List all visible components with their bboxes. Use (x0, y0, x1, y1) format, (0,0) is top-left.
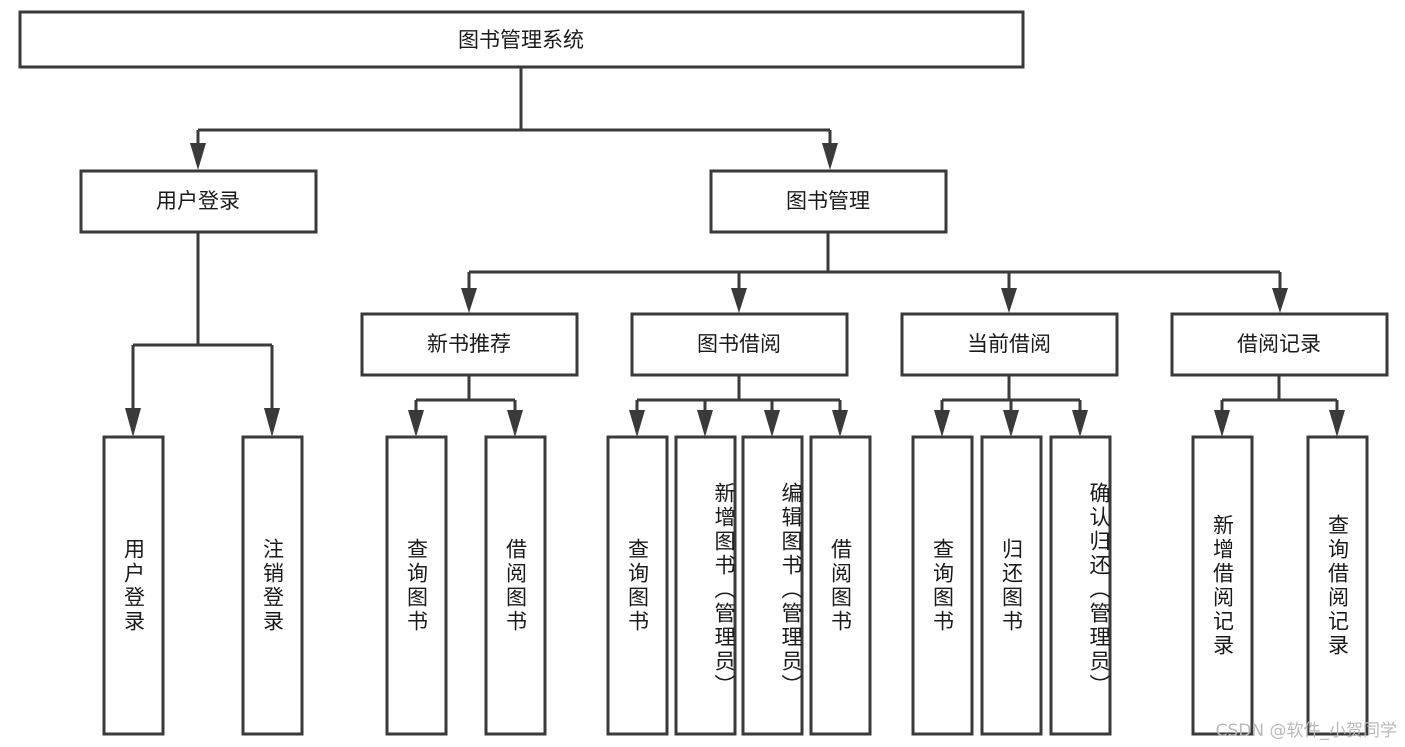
arrow-head-icon (832, 410, 848, 437)
leaf-box-user-login-1[interactable] (241, 435, 304, 736)
node-borrow-record[interactable]: 借阅记录 (1170, 312, 1389, 377)
node-root-label: 图书管理系统 (458, 28, 584, 52)
node-new-book-recommend-label: 新书推荐 (427, 332, 511, 356)
connector-book-management-to-level2 (461, 232, 1288, 313)
arrow-head-icon (629, 410, 645, 437)
node-root[interactable]: 图书管理系统 (18, 10, 1025, 69)
arrow-head-icon (1003, 410, 1019, 437)
connector-new-book-to-leaves (408, 375, 523, 437)
arrow-head-icon (408, 410, 424, 437)
arrow-head-icon (190, 143, 206, 170)
connector-user-login-to-leaves (125, 232, 280, 437)
leaf-box-borrow-record-0[interactable] (1191, 435, 1254, 736)
connector-book-borrow-to-leaves (629, 375, 848, 437)
node-borrow-record-label: 借阅记录 (1237, 332, 1321, 356)
node-current-borrow[interactable]: 当前借阅 (900, 312, 1119, 377)
node-new-book-recommend[interactable]: 新书推荐 (360, 312, 579, 377)
connector-borrow-record-to-leaves (1214, 375, 1345, 437)
watermark-text: CSDN @软件_小贺同学 (1215, 721, 1397, 741)
node-current-borrow-label: 当前借阅 (967, 332, 1051, 356)
arrow-head-icon (1329, 410, 1345, 437)
leaf-box-new-book-1[interactable] (484, 435, 547, 736)
node-new-book-recommend-box[interactable] (360, 312, 579, 377)
leaf-box-book-borrow-2[interactable] (741, 435, 804, 736)
arrow-head-icon (125, 408, 141, 437)
arrow-head-icon (822, 143, 838, 170)
arrow-head-icon (1001, 288, 1017, 313)
arrow-head-icon (1072, 410, 1088, 437)
leaf-box-borrow-record-1[interactable] (1306, 435, 1369, 736)
node-book-borrow-label: 图书借阅 (697, 332, 781, 356)
leaf-box-book-borrow-0[interactable] (606, 435, 669, 736)
connector-root-to-level1 (190, 67, 838, 170)
arrow-head-icon (934, 410, 950, 437)
node-user-login-box[interactable] (79, 169, 318, 234)
arrow-head-icon (731, 288, 747, 313)
arrow-head-icon (1272, 288, 1288, 313)
node-user-login[interactable]: 用户登录 (79, 169, 318, 234)
arrow-head-icon (507, 410, 523, 437)
arrow-head-icon (264, 408, 280, 437)
node-user-login-label: 用户登录 (156, 189, 240, 213)
leaf-box-new-book-0[interactable] (385, 435, 448, 736)
arrow-head-icon (764, 410, 780, 437)
leaf-box-current-borrow-0[interactable] (911, 435, 974, 736)
leaf-box-book-borrow-3[interactable] (809, 435, 872, 736)
leaf-box-current-borrow-1[interactable] (980, 435, 1043, 736)
connector-current-borrow-to-leaves (934, 375, 1088, 437)
leaf-box-book-borrow-1[interactable] (674, 435, 737, 736)
arrow-head-icon (461, 288, 477, 313)
leaf-box-current-borrow-2[interactable] (1049, 435, 1112, 736)
node-book-management[interactable]: 图书管理 (709, 169, 948, 234)
node-book-management-label: 图书管理 (786, 189, 870, 213)
node-root-box[interactable] (18, 10, 1025, 69)
arrow-head-icon (1214, 410, 1230, 437)
node-book-borrow[interactable]: 图书借阅 (630, 312, 849, 377)
arrow-head-icon (697, 410, 713, 437)
leaf-box-user-login-0[interactable] (102, 435, 165, 736)
node-current-borrow-box[interactable] (900, 312, 1119, 377)
